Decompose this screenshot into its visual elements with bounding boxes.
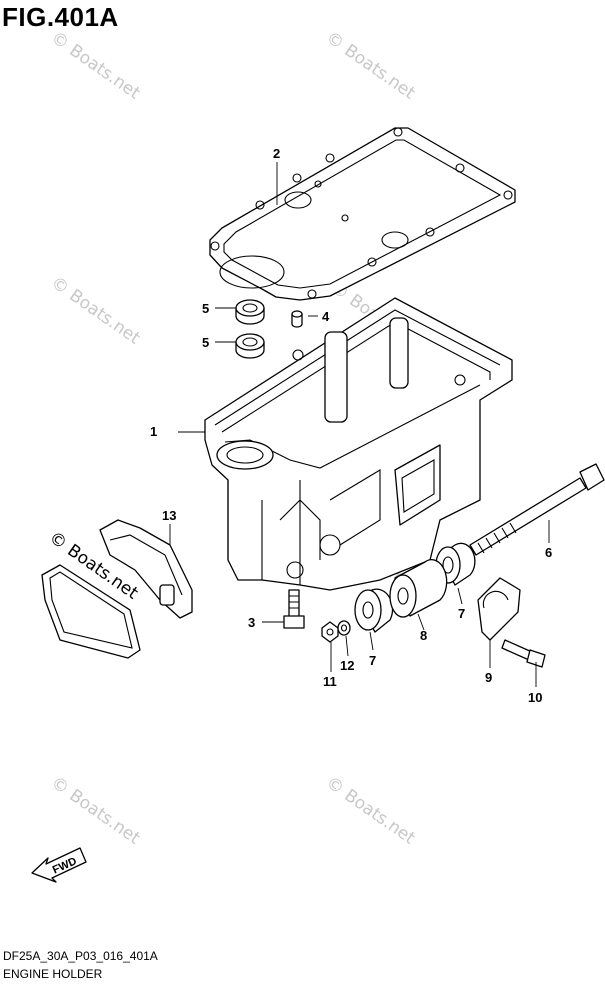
leader-lines — [169, 162, 550, 687]
bolt-part-6[interactable] — [469, 463, 605, 556]
gasket-part-2[interactable] — [209, 127, 516, 301]
washer-part-12[interactable] — [337, 620, 351, 636]
callout-11[interactable]: 11 — [323, 674, 337, 689]
callouts: 1 2 3 4 5 5 6 7 7 8 9 10 11 12 13 — [150, 146, 552, 705]
bushing-part-7-left[interactable] — [354, 588, 394, 633]
watermark-6: © Boats.net — [47, 773, 144, 849]
callout-7-right[interactable]: 7 — [458, 606, 465, 621]
bolt-part-10[interactable] — [501, 639, 546, 668]
clamp-part-9[interactable] — [477, 577, 521, 641]
engine-holder-part-1[interactable] — [204, 297, 513, 591]
bolt-part-3[interactable] — [283, 589, 305, 629]
callout-12[interactable]: 12 — [340, 658, 354, 673]
fwd-arrow-icon: FWD — [31, 847, 87, 883]
seal-part-5-upper[interactable] — [235, 299, 265, 325]
callout-13[interactable]: 13 — [162, 508, 176, 523]
nut-part-11[interactable] — [321, 621, 339, 643]
callout-5-upper[interactable]: 5 — [202, 301, 209, 316]
callout-4[interactable]: 4 — [322, 309, 330, 324]
figure-title: FIG.401A — [2, 2, 119, 32]
callout-8[interactable]: 8 — [420, 628, 427, 643]
callout-10[interactable]: 10 — [528, 690, 542, 705]
seal-part-5-lower[interactable] — [235, 333, 265, 359]
callout-3[interactable]: 3 — [248, 615, 255, 630]
callout-2[interactable]: 2 — [273, 146, 280, 161]
cover-seal-part-13[interactable] — [41, 564, 141, 659]
cover-part-13[interactable] — [99, 519, 193, 619]
dowel-pin-part-4[interactable] — [291, 310, 303, 328]
callout-7-left[interactable]: 7 — [369, 653, 376, 668]
callout-1[interactable]: 1 — [150, 424, 157, 439]
callout-6[interactable]: 6 — [545, 545, 552, 560]
fwd-label: FWD — [51, 855, 79, 876]
watermark-3: © Boats.net — [47, 273, 144, 349]
callout-5-lower[interactable]: 5 — [202, 335, 209, 350]
mount-rubber-part-8[interactable] — [389, 559, 448, 618]
watermark-7: © Boats.net — [322, 773, 419, 849]
figure-name: ENGINE HOLDER — [3, 967, 103, 981]
watermark-1: © Boats.net — [47, 28, 144, 104]
figure-code: DF25A_30A_P03_016_401A — [3, 949, 158, 963]
watermark-2: © Boats.net — [322, 28, 419, 104]
callout-9[interactable]: 9 — [485, 670, 492, 685]
